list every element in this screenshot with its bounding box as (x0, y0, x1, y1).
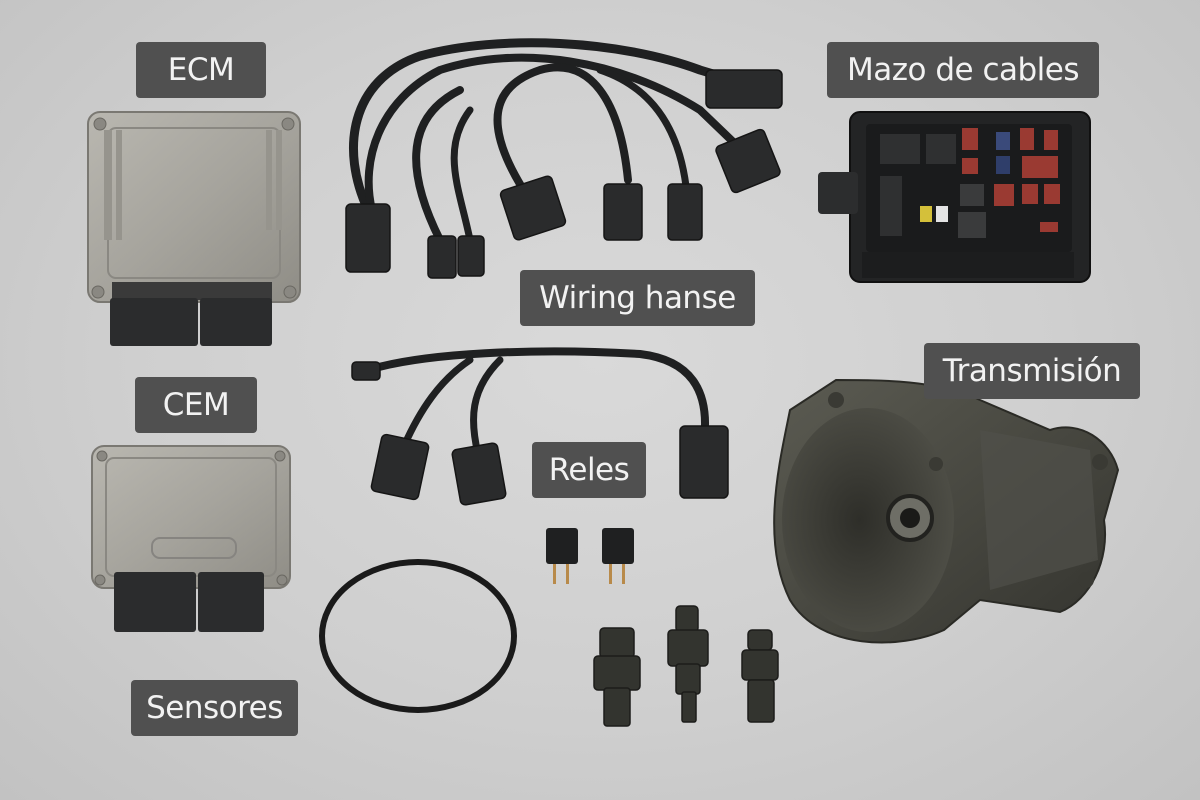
label-cem: CEM (135, 377, 257, 433)
label-relays: Reles (532, 442, 646, 498)
label-sensors: Sensores (131, 680, 298, 736)
sensors (593, 605, 779, 727)
lower-wiring-harness (358, 347, 709, 458)
label-transmission: Transmisión (924, 343, 1140, 399)
rubber-ring (319, 559, 517, 713)
lower-harness-connectors (351, 361, 729, 506)
top-harness-connectors (345, 69, 783, 279)
ecm-module (87, 111, 301, 346)
label-ecm: ECM (136, 42, 266, 98)
label-wiring-harness: Wiring hanse (520, 270, 755, 326)
cem-module (91, 445, 291, 632)
transmission-housing (773, 378, 1120, 644)
label-cable-harness: Mazo de cables (827, 42, 1099, 98)
fuse-box (818, 111, 1091, 283)
top-wiring-harness (348, 38, 765, 244)
relays (546, 528, 634, 584)
